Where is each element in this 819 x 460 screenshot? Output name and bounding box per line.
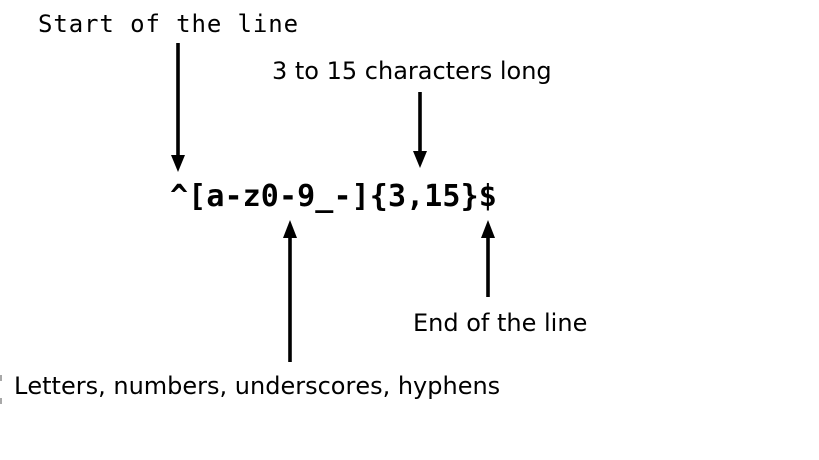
left-edge-artifact (0, 398, 2, 404)
charset-up-arrow-icon (283, 220, 297, 362)
end-of-line-label: End of the line (413, 309, 588, 337)
regex-pattern: ^[a-z0-9_-]{3,15}$ (170, 179, 497, 214)
length-down-arrow-icon (413, 92, 427, 168)
end-of-line-up-arrow-icon (481, 220, 495, 297)
left-edge-artifact (0, 375, 2, 381)
start-of-line-label: Start of the line (38, 10, 299, 38)
charset-label: Letters, numbers, underscores, hyphens (14, 372, 501, 400)
start-of-line-down-arrow-icon (171, 43, 185, 172)
length-label: 3 to 15 characters long (272, 57, 552, 85)
